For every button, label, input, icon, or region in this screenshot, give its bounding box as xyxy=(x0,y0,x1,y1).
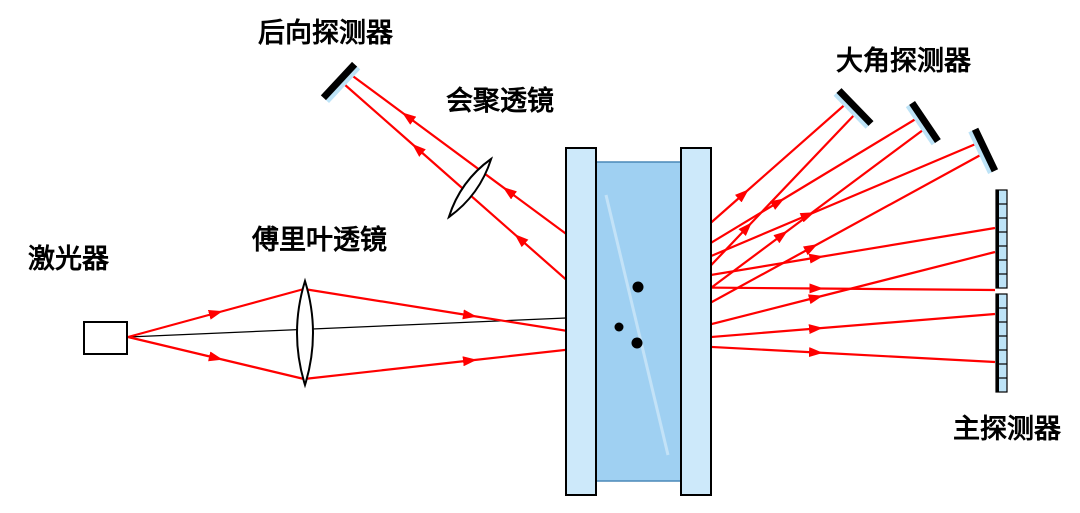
converging-lens-label: 会聚透镜 xyxy=(446,86,554,116)
laser-box xyxy=(83,321,128,355)
sample-cell xyxy=(565,147,712,496)
backward-detector-body xyxy=(320,61,358,101)
backward-detector-label: 后向探测器 xyxy=(258,17,394,48)
particle-3 xyxy=(631,337,643,349)
ray-laser-to-lens-upper xyxy=(127,287,305,339)
main-detector xyxy=(995,189,1008,393)
main-detector-lower-array xyxy=(995,293,1008,393)
large-angle-detector-3-face xyxy=(968,130,993,174)
cell-window-right xyxy=(680,147,712,496)
laser-label: 激光器 xyxy=(28,243,110,274)
fourier-lens xyxy=(296,277,314,389)
main-detector-label: 主探测器 xyxy=(953,414,1062,444)
fourier-lens-label: 傅里叶透镜 xyxy=(251,225,387,255)
converging-lens xyxy=(446,156,494,220)
large-angle-detector-1-face xyxy=(833,92,870,129)
large-angle-detector-2-body xyxy=(909,100,941,144)
ray-laser-to-lens-lower xyxy=(127,335,305,381)
main-detector-upper-segments xyxy=(996,203,1007,275)
large-angle-detector-label: 大角探测器 xyxy=(836,45,972,76)
large-angle-detector-2 xyxy=(905,100,941,146)
large-angle-detector-1 xyxy=(833,88,874,129)
backward-detector xyxy=(320,61,361,104)
large-angle-detector-2-face xyxy=(905,104,936,146)
main-detector-lower-segments xyxy=(996,307,1007,379)
large-angle-detector-1-body xyxy=(836,88,874,126)
backward-detector-face xyxy=(325,65,361,104)
large-angle-detector-3 xyxy=(968,127,999,174)
particle-2 xyxy=(614,322,624,332)
particle-1 xyxy=(632,281,644,293)
converging-lens-group xyxy=(446,156,494,220)
large-angle-detector-3-body xyxy=(971,127,999,173)
main-detector-upper-array xyxy=(995,189,1008,289)
large-angle-detectors xyxy=(833,88,999,174)
liquid-highlight xyxy=(604,194,670,456)
optical-axis-line xyxy=(127,317,567,338)
cell-window-left xyxy=(565,147,597,496)
